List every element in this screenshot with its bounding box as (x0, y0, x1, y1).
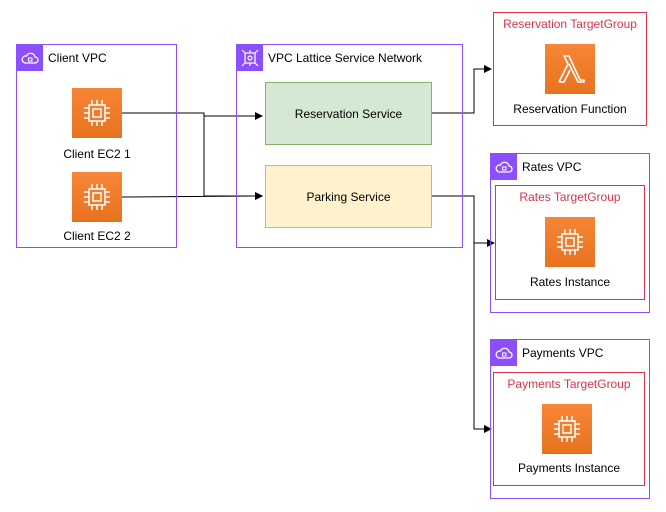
vpc-cloud-icon (491, 154, 517, 180)
edge-parking-to-rates (432, 195, 495, 247)
edge-reservation-to-lambda (431, 65, 492, 114)
vpc-cloud-icon (17, 45, 43, 71)
payments-instance-label: Payments Instance (517, 461, 621, 475)
rates-targetgroup-title: Rates TargetGroup (519, 190, 621, 204)
reservation-targetgroup-title: Reservation TargetGroup (503, 17, 637, 31)
ec2-instance-icon (542, 404, 592, 454)
client-vpc-title: Client VPC (48, 51, 107, 65)
rates-targetgroup: Rates TargetGroup (495, 185, 645, 300)
ec2-instance-icon (72, 88, 122, 138)
client-ec2-2-label: Client EC2 2 (63, 229, 131, 243)
reservation-service-node: Reservation Service (265, 82, 432, 145)
client-ec2-1-label: Client EC2 1 (63, 147, 131, 161)
ec2-instance-icon (545, 217, 595, 267)
payments-targetgroup-title: Payments TargetGroup (507, 377, 631, 391)
payments-targetgroup: Payments TargetGroup (493, 372, 645, 486)
client-vpc-group: Client VPC (16, 44, 177, 248)
vpc-cloud-icon (491, 340, 517, 366)
rates-instance-label: Rates Instance (529, 275, 611, 289)
lambda-function-icon (545, 44, 595, 94)
rates-vpc-title: Rates VPC (522, 160, 582, 174)
payments-vpc-group: Payments VPC (490, 339, 650, 499)
ec2-instance-icon (72, 172, 122, 222)
parking-service-label: Parking Service (306, 189, 391, 204)
service-network-title: VPC Lattice Service Network (268, 51, 423, 65)
edge-ec2-2-to-parking (121, 192, 263, 201)
parking-service-node: Parking Service (265, 165, 432, 228)
rates-vpc-group: Rates VPC (490, 153, 650, 313)
reservation-function-label: Reservation Function (513, 102, 627, 116)
lattice-service-network-icon (237, 45, 263, 71)
edge-parking-to-payments (473, 243, 492, 433)
reservation-targetgroup: Reservation TargetGroup (493, 12, 647, 126)
service-network-group: VPC Lattice Service Network (236, 44, 463, 248)
payments-vpc-title: Payments VPC (522, 346, 604, 360)
reservation-service-label: Reservation Service (294, 106, 403, 121)
